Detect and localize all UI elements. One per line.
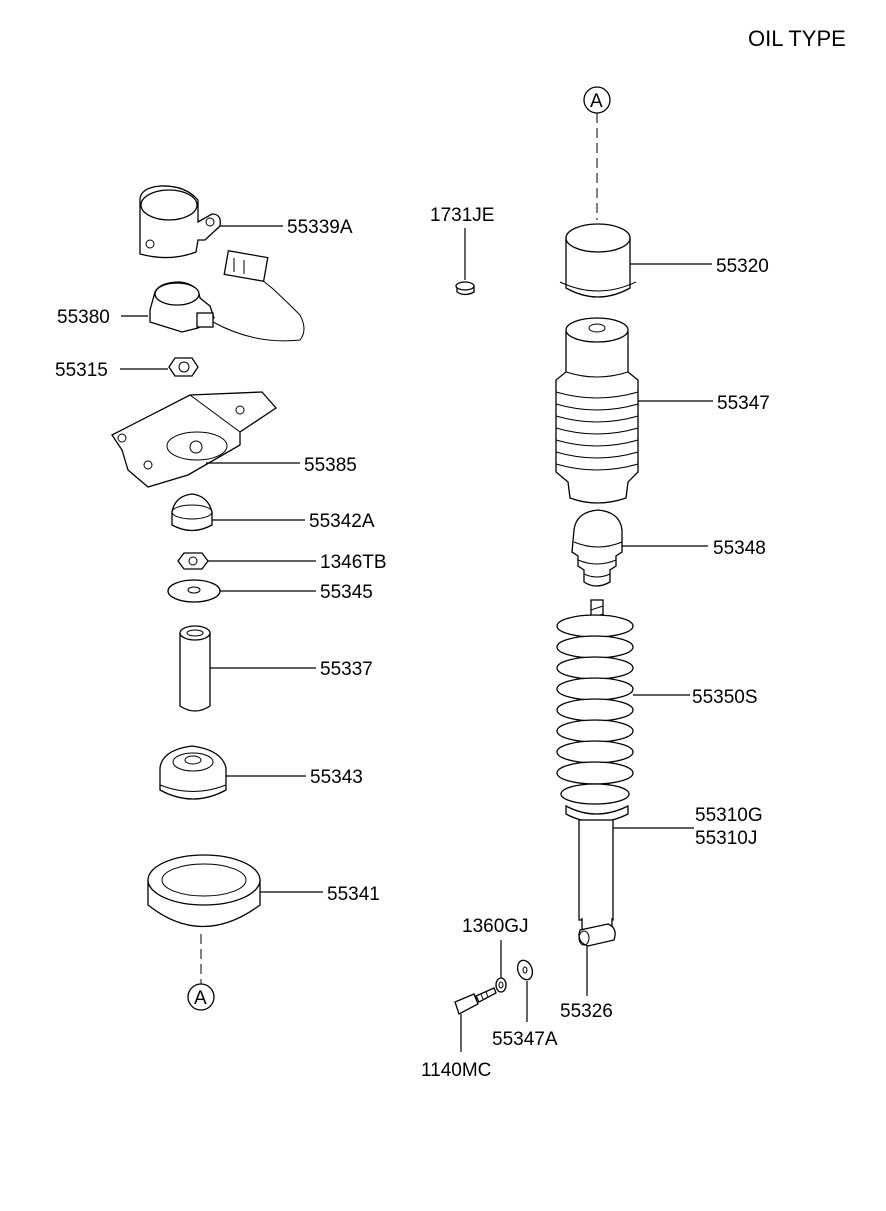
part-55326[interactable] [578,923,616,947]
label-55342A: 55342A [309,511,375,532]
part-55380[interactable] [149,249,305,342]
label-1346TB: 1346TB [320,552,387,573]
label-55345: 55345 [320,582,373,603]
label-55380: 55380 [57,307,110,328]
part-55320[interactable] [559,223,637,298]
part-55315[interactable] [168,357,199,377]
diagram-title: OIL TYPE [748,26,846,51]
part-1360GJ[interactable] [495,977,507,993]
label-55385: 55385 [304,455,357,476]
part-55348[interactable] [571,509,623,587]
part-55345[interactable] [167,579,221,603]
label-55341: 55341 [327,884,380,905]
ref-mark-a-top: A [583,86,611,114]
part-55385[interactable] [111,391,277,488]
label-55347: 55347 [717,393,770,414]
label-55350S: 55350S [692,687,758,708]
part-1731JE[interactable] [455,281,475,296]
label-1140MC: 1140MC [421,1060,491,1081]
part-55350S[interactable] [556,599,634,805]
part-55343[interactable] [159,745,227,800]
label-55315: 55315 [55,360,108,381]
label-55343: 55343 [310,767,363,788]
part-55347A[interactable] [515,958,535,982]
part-1346TB[interactable] [177,552,209,570]
part-1140MC[interactable] [454,987,497,1015]
part-55337[interactable] [179,625,211,712]
part-55310G-55310J[interactable] [565,804,629,935]
ref-mark-a-bottom: A [187,983,215,1011]
label-1360GJ: 1360GJ [462,916,529,937]
label-55326: 55326 [560,1001,613,1022]
label-55310J: 55310J [695,828,757,849]
svg-text:A: A [194,988,207,1009]
label-55348: 55348 [713,538,766,559]
svg-text:A: A [590,91,603,112]
label-55337: 55337 [320,659,373,680]
label-55347A: 55347A [492,1029,558,1050]
label-55339A: 55339A [287,217,353,238]
part-55342A[interactable] [171,493,213,532]
label-1731JE: 1731JE [430,205,494,226]
part-55341[interactable] [147,854,261,928]
label-55320: 55320 [716,256,769,277]
label-55310G: 55310G [695,805,763,826]
part-55347[interactable] [555,317,639,504]
part-55339A[interactable] [139,185,221,259]
